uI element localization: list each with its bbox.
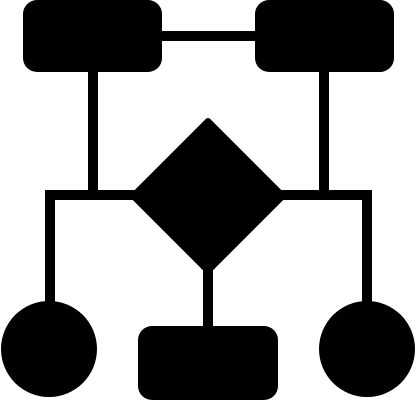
bottom-left-terminal-circle <box>1 301 97 397</box>
top-right-process-box <box>255 0 394 72</box>
bottom-center-process-box <box>138 326 278 400</box>
top-left-process-box <box>23 0 162 72</box>
bottom-right-terminal-circle <box>319 301 415 397</box>
decision-diamond <box>130 118 286 274</box>
